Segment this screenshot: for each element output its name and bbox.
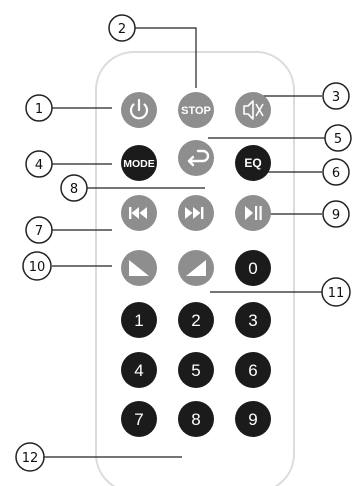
digit-8-button[interactable]: 8 — [178, 401, 214, 437]
callout-12: 12 — [15, 442, 45, 472]
volume-up-wedge-icon — [186, 260, 206, 276]
volume-up-button[interactable] — [178, 250, 214, 286]
svg-text:2: 2 — [118, 22, 126, 37]
volume-down-wedge-icon — [129, 260, 149, 276]
svg-text:3: 3 — [332, 90, 340, 105]
digit-1-button[interactable]: 1 — [121, 302, 157, 338]
digit-2-button[interactable]: 2 — [178, 302, 214, 338]
stop-button[interactable]: STOP — [178, 92, 214, 128]
callout-7: 7 — [25, 216, 53, 244]
play-pause-button[interactable] — [235, 195, 271, 231]
eq-label: EQ — [244, 156, 261, 170]
volume-down-button[interactable] — [121, 250, 157, 286]
skip-back-icon — [129, 207, 147, 219]
svg-text:9: 9 — [332, 208, 340, 223]
digit-4-label: 4 — [134, 361, 143, 380]
return-icon — [187, 149, 210, 167]
callout-8: 8 — [60, 174, 88, 202]
skip-forward-icon — [185, 207, 204, 219]
digit-3-button[interactable]: 3 — [235, 302, 271, 338]
digit-3-label: 3 — [248, 311, 257, 330]
callout-9: 9 — [322, 200, 350, 228]
power-icon — [129, 98, 149, 120]
repeat-button[interactable] — [178, 140, 214, 176]
callout-2: 2 — [108, 14, 136, 42]
power-button[interactable] — [121, 92, 157, 128]
callout-5: 5 — [324, 124, 352, 152]
digit-6-button[interactable]: 6 — [235, 352, 271, 388]
callout-circles: 1 2 3 4 5 6 8 7 — [15, 14, 352, 472]
callout-1: 1 — [25, 94, 53, 122]
digit-5-button[interactable]: 5 — [178, 352, 214, 388]
next-track-button[interactable] — [178, 195, 214, 231]
svg-text:10: 10 — [29, 260, 46, 275]
digit-0-label: 0 — [248, 259, 257, 278]
digit-0-button[interactable]: 0 — [235, 250, 271, 286]
digit-9-label: 9 — [248, 410, 257, 429]
digit-4-button[interactable]: 4 — [121, 352, 157, 388]
callout-10: 10 — [22, 251, 52, 281]
digit-6-label: 6 — [248, 361, 257, 380]
digit-7-label: 7 — [134, 410, 143, 429]
svg-text:12: 12 — [22, 451, 39, 466]
callout-6: 6 — [322, 158, 350, 186]
digit-1-label: 1 — [134, 311, 143, 330]
mute-icon — [243, 100, 264, 120]
svg-text:11: 11 — [328, 286, 345, 301]
digit-5-label: 5 — [191, 361, 200, 380]
digit-8-label: 8 — [191, 410, 200, 429]
digit-2-label: 2 — [191, 311, 200, 330]
mode-button[interactable]: MODE — [121, 145, 157, 181]
mode-label: MODE — [123, 158, 155, 170]
mute-button[interactable] — [235, 92, 271, 128]
svg-text:5: 5 — [334, 132, 342, 147]
svg-text:6: 6 — [332, 166, 340, 181]
play-pause-icon — [245, 206, 262, 220]
callout-3: 3 — [322, 82, 350, 110]
svg-text:7: 7 — [35, 224, 43, 239]
digit-7-button[interactable]: 7 — [121, 401, 157, 437]
callout-11: 11 — [321, 277, 351, 307]
callout-line-2 — [135, 27, 197, 88]
callout-lines — [44, 27, 325, 458]
eq-button[interactable]: EQ — [235, 145, 271, 181]
callout-4: 4 — [25, 150, 53, 178]
stop-label: STOP — [181, 105, 211, 117]
svg-text:4: 4 — [35, 158, 43, 173]
previous-track-button[interactable] — [121, 195, 157, 231]
svg-text:8: 8 — [70, 182, 78, 197]
digit-9-button[interactable]: 9 — [235, 401, 271, 437]
svg-text:1: 1 — [35, 102, 43, 117]
